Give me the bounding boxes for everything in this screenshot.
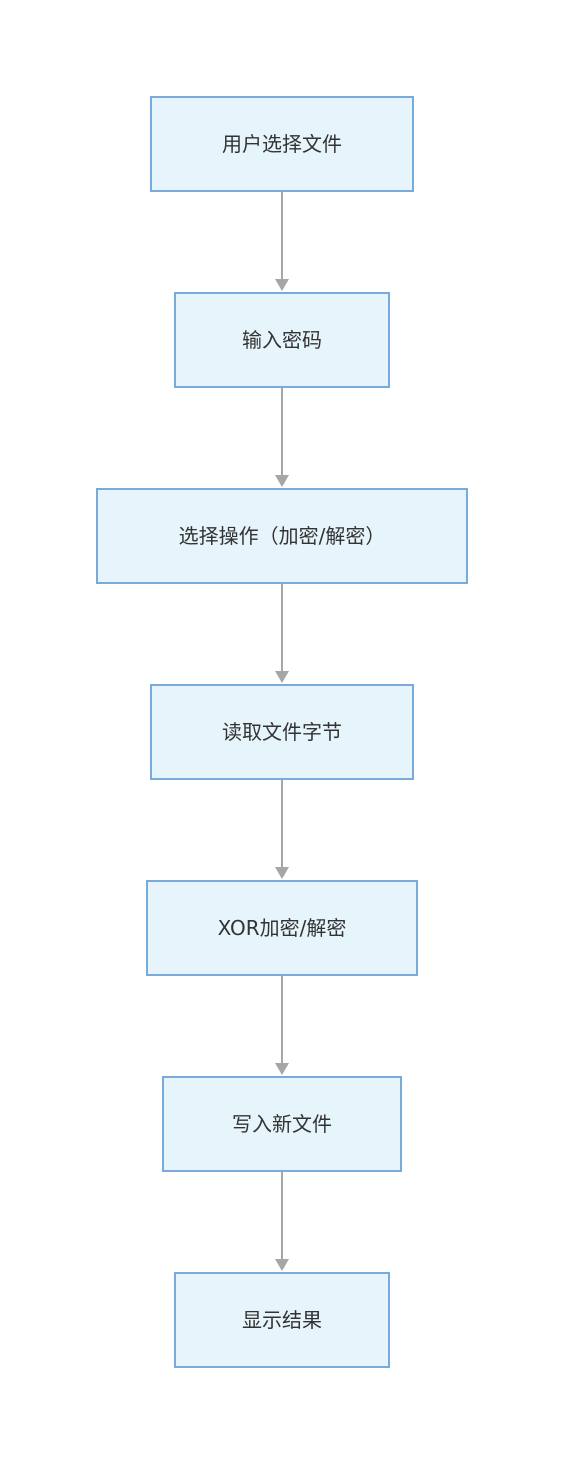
arrow-down-icon <box>275 867 289 879</box>
connector-line <box>281 192 283 280</box>
step-label: 选择操作（加密/解密） <box>178 524 386 548</box>
connector-line <box>281 584 283 672</box>
step-label: 用户选择文件 <box>222 132 342 156</box>
connector-line <box>281 1172 283 1260</box>
step-show-result: 显示结果 <box>174 1272 390 1368</box>
arrow-down-icon <box>275 475 289 487</box>
step-label: XOR加密/解密 <box>217 916 347 940</box>
step-label: 显示结果 <box>242 1308 322 1332</box>
step-read-bytes: 读取文件字节 <box>150 684 414 780</box>
arrow-down-icon <box>275 671 289 683</box>
arrow-down-icon <box>275 1063 289 1075</box>
step-choose-operation: 选择操作（加密/解密） <box>96 488 468 584</box>
connector-line <box>281 388 283 476</box>
step-label: 写入新文件 <box>232 1112 332 1136</box>
arrow-down-icon <box>275 279 289 291</box>
connector-line <box>281 780 283 868</box>
step-label: 读取文件字节 <box>222 720 342 744</box>
step-enter-password: 输入密码 <box>174 292 390 388</box>
step-write-file: 写入新文件 <box>162 1076 402 1172</box>
step-xor: XOR加密/解密 <box>146 880 418 976</box>
step-select-file: 用户选择文件 <box>150 96 414 192</box>
connector-line <box>281 976 283 1064</box>
step-label: 输入密码 <box>242 328 322 352</box>
arrow-down-icon <box>275 1259 289 1271</box>
